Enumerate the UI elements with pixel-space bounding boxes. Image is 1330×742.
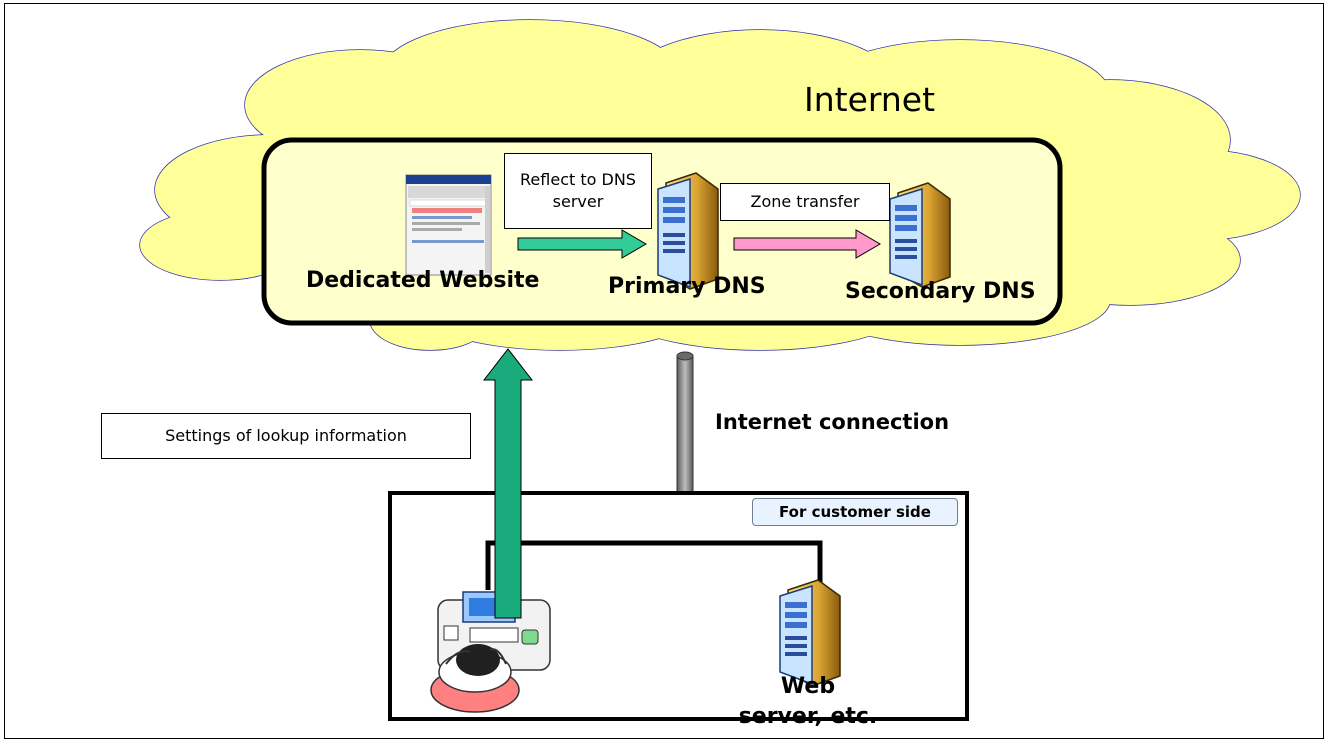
customer-box — [388, 491, 969, 721]
reflect-label-box: Reflect to DNS server — [504, 153, 652, 229]
internet-connection-pole — [676, 351, 694, 493]
customer-side-tag: For customer side — [752, 498, 958, 526]
reflect-label: Reflect to DNS server — [520, 170, 636, 211]
diagram-frame — [4, 3, 1324, 739]
settings-label-box: Settings of lookup information — [101, 413, 471, 459]
primary-dns-label: Primary DNS — [608, 274, 766, 299]
internet-connection-label: Internet connection — [715, 410, 950, 434]
website-label: Dedicated Website — [306, 268, 540, 293]
lan-line — [485, 540, 823, 590]
zone-transfer-label-box: Zone transfer — [720, 183, 890, 221]
web-server-icon — [779, 579, 841, 687]
secondary-dns-server-icon — [889, 182, 951, 288]
primary-dns-server-icon — [657, 172, 719, 290]
secondary-dns-label: Secondary DNS — [845, 279, 1036, 304]
settings-arrow — [482, 348, 534, 619]
zone-transfer-arrow — [733, 229, 881, 259]
website-screenshot-icon — [405, 174, 492, 276]
operator-workstation-icon — [430, 591, 551, 713]
reflect-arrow — [517, 229, 647, 259]
customer-side-label: For customer side — [779, 503, 931, 521]
settings-label: Settings of lookup information — [165, 426, 407, 445]
web-server-label: Web server, etc. — [738, 674, 878, 729]
zone-transfer-label: Zone transfer — [750, 192, 860, 211]
internet-label: Internet — [804, 80, 936, 119]
